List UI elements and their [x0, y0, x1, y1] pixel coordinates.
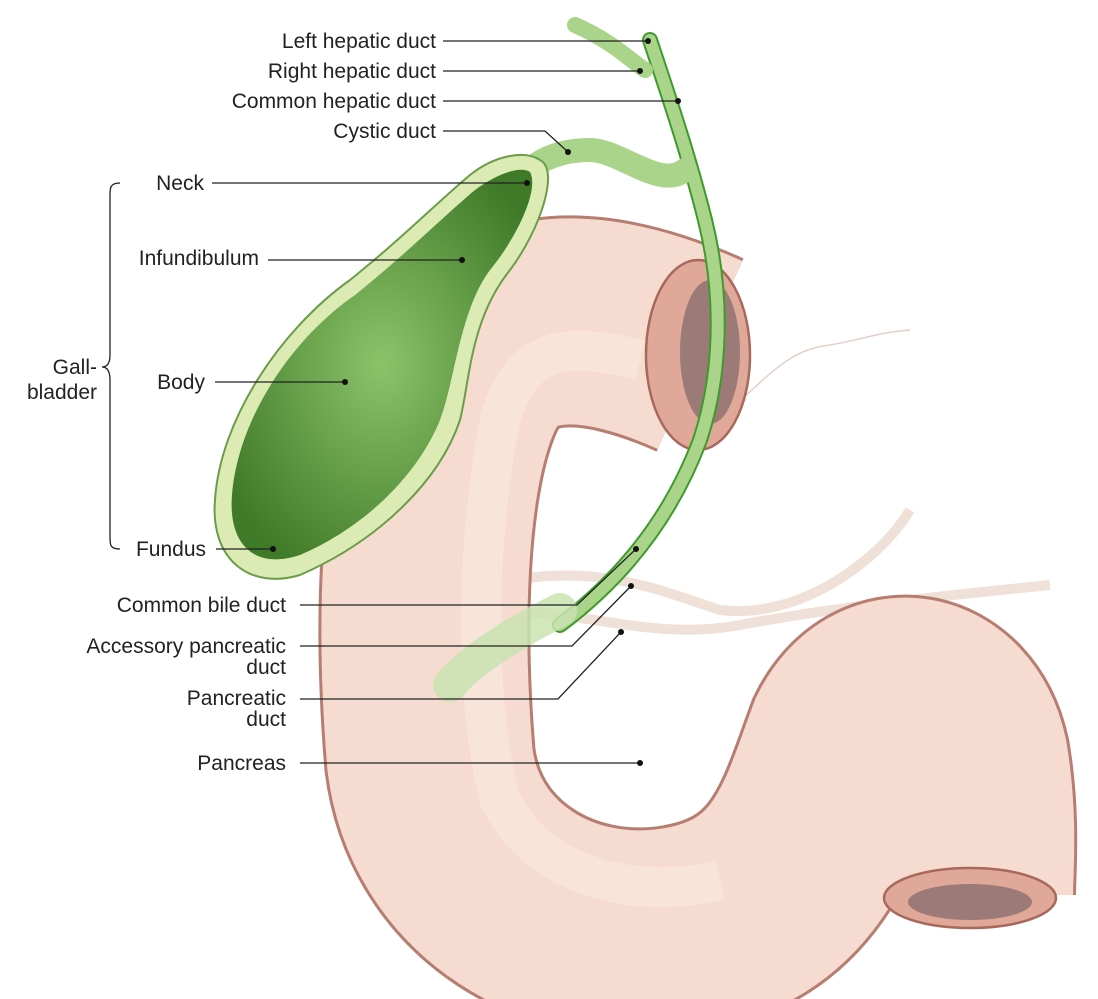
label-neck: Neck [156, 172, 204, 195]
label-common-hepatic-duct: Common hepatic duct [232, 90, 436, 113]
label-cystic-duct: Cystic duct [333, 120, 436, 143]
label-gallbladder-line1: Gall- [53, 356, 97, 379]
label-right-hepatic-duct: Right hepatic duct [268, 60, 436, 83]
label-infundibulum: Infundibulum [139, 247, 259, 270]
label-fundus: Fundus [136, 538, 206, 561]
label-pancreatic-duct-line2: duct [246, 708, 286, 731]
label-accessory-pancreatic-duct-line1: Accessory pancreatic [86, 635, 286, 658]
label-body: Body [157, 371, 205, 394]
leader-lines [212, 38, 681, 766]
label-common-bile-duct: Common bile duct [117, 594, 286, 617]
label-gallbladder-line2: bladder [27, 381, 97, 404]
gallbladder-brace [101, 182, 121, 550]
label-left-hepatic-duct: Left hepatic duct [282, 30, 436, 53]
label-accessory-pancreatic-duct-line2: duct [246, 656, 286, 679]
label-pancreas: Pancreas [197, 752, 286, 775]
label-pancreatic-duct-line1: Pancreatic [187, 687, 286, 710]
vessel-line [714, 329, 911, 421]
